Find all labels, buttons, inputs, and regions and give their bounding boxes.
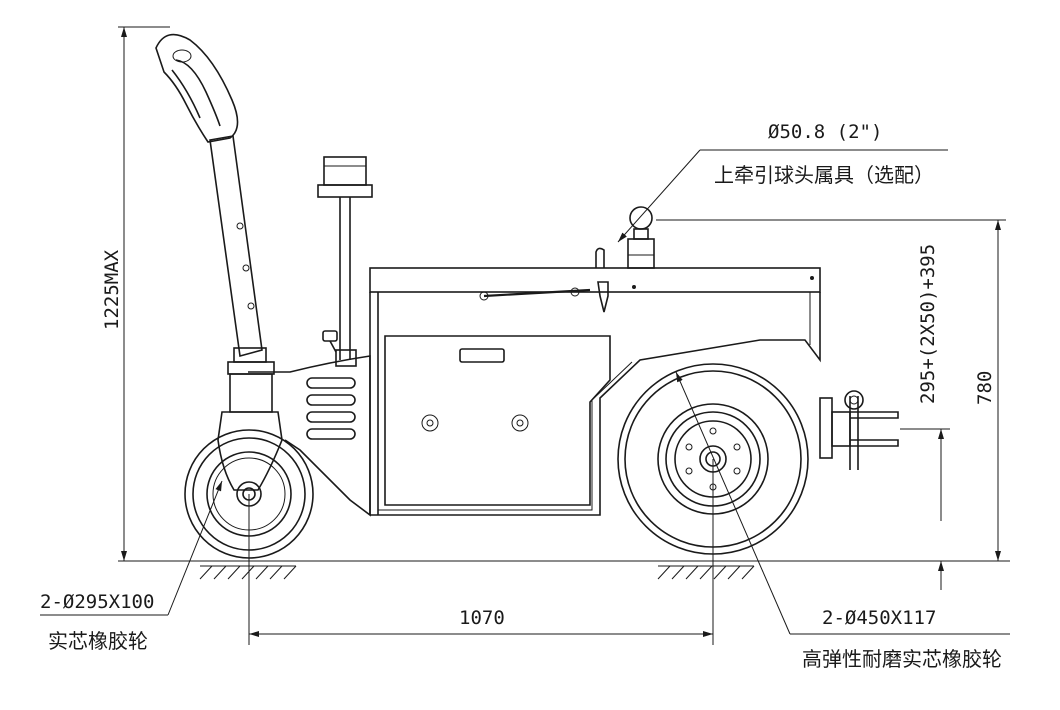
tractor-body (248, 267, 821, 517)
rear-wheel-size-label: 2-Ø450X117 (822, 607, 936, 629)
front-wheel-size-label: 2-Ø295X100 (40, 591, 154, 613)
beacon-light (317, 156, 373, 367)
pin-height-dimension: 295+(2X50)+395 (900, 244, 950, 590)
tow-ball-callout: Ø50.8 (2") 上牵引球头属具（选配） (617, 121, 948, 243)
tow-ball-description-label: 上牵引球头属具（选配） (714, 163, 934, 187)
pin-height-label: 295+(2X50)+395 (917, 244, 939, 404)
rear-pin-hitch (819, 390, 899, 470)
rear-wheel-callout: 2-Ø450X117 高弹性耐磨实芯橡胶轮 (675, 371, 1010, 671)
steering-tiller (155, 33, 275, 413)
wheelbase-dimension: 1070 (248, 459, 714, 645)
tow-ball-hitch (595, 206, 655, 269)
wheelbase-label: 1070 (459, 607, 505, 629)
hitch-height-label: 780 (974, 371, 996, 405)
height-dimension: 1225MAX (101, 26, 170, 561)
front-wheel-callout: 2-Ø295X100 实芯橡胶轮 (40, 480, 223, 653)
hitch-height-dimension: 780 (656, 219, 1006, 561)
front-wheel-description-label: 实芯橡胶轮 (48, 629, 148, 653)
overall-height-label: 1225MAX (101, 249, 123, 330)
ground-line (118, 560, 1010, 580)
rear-wheel-description-label: 高弹性耐磨实芯橡胶轮 (802, 647, 1002, 671)
tow-ball-size-label: Ø50.8 (2") (768, 121, 882, 143)
